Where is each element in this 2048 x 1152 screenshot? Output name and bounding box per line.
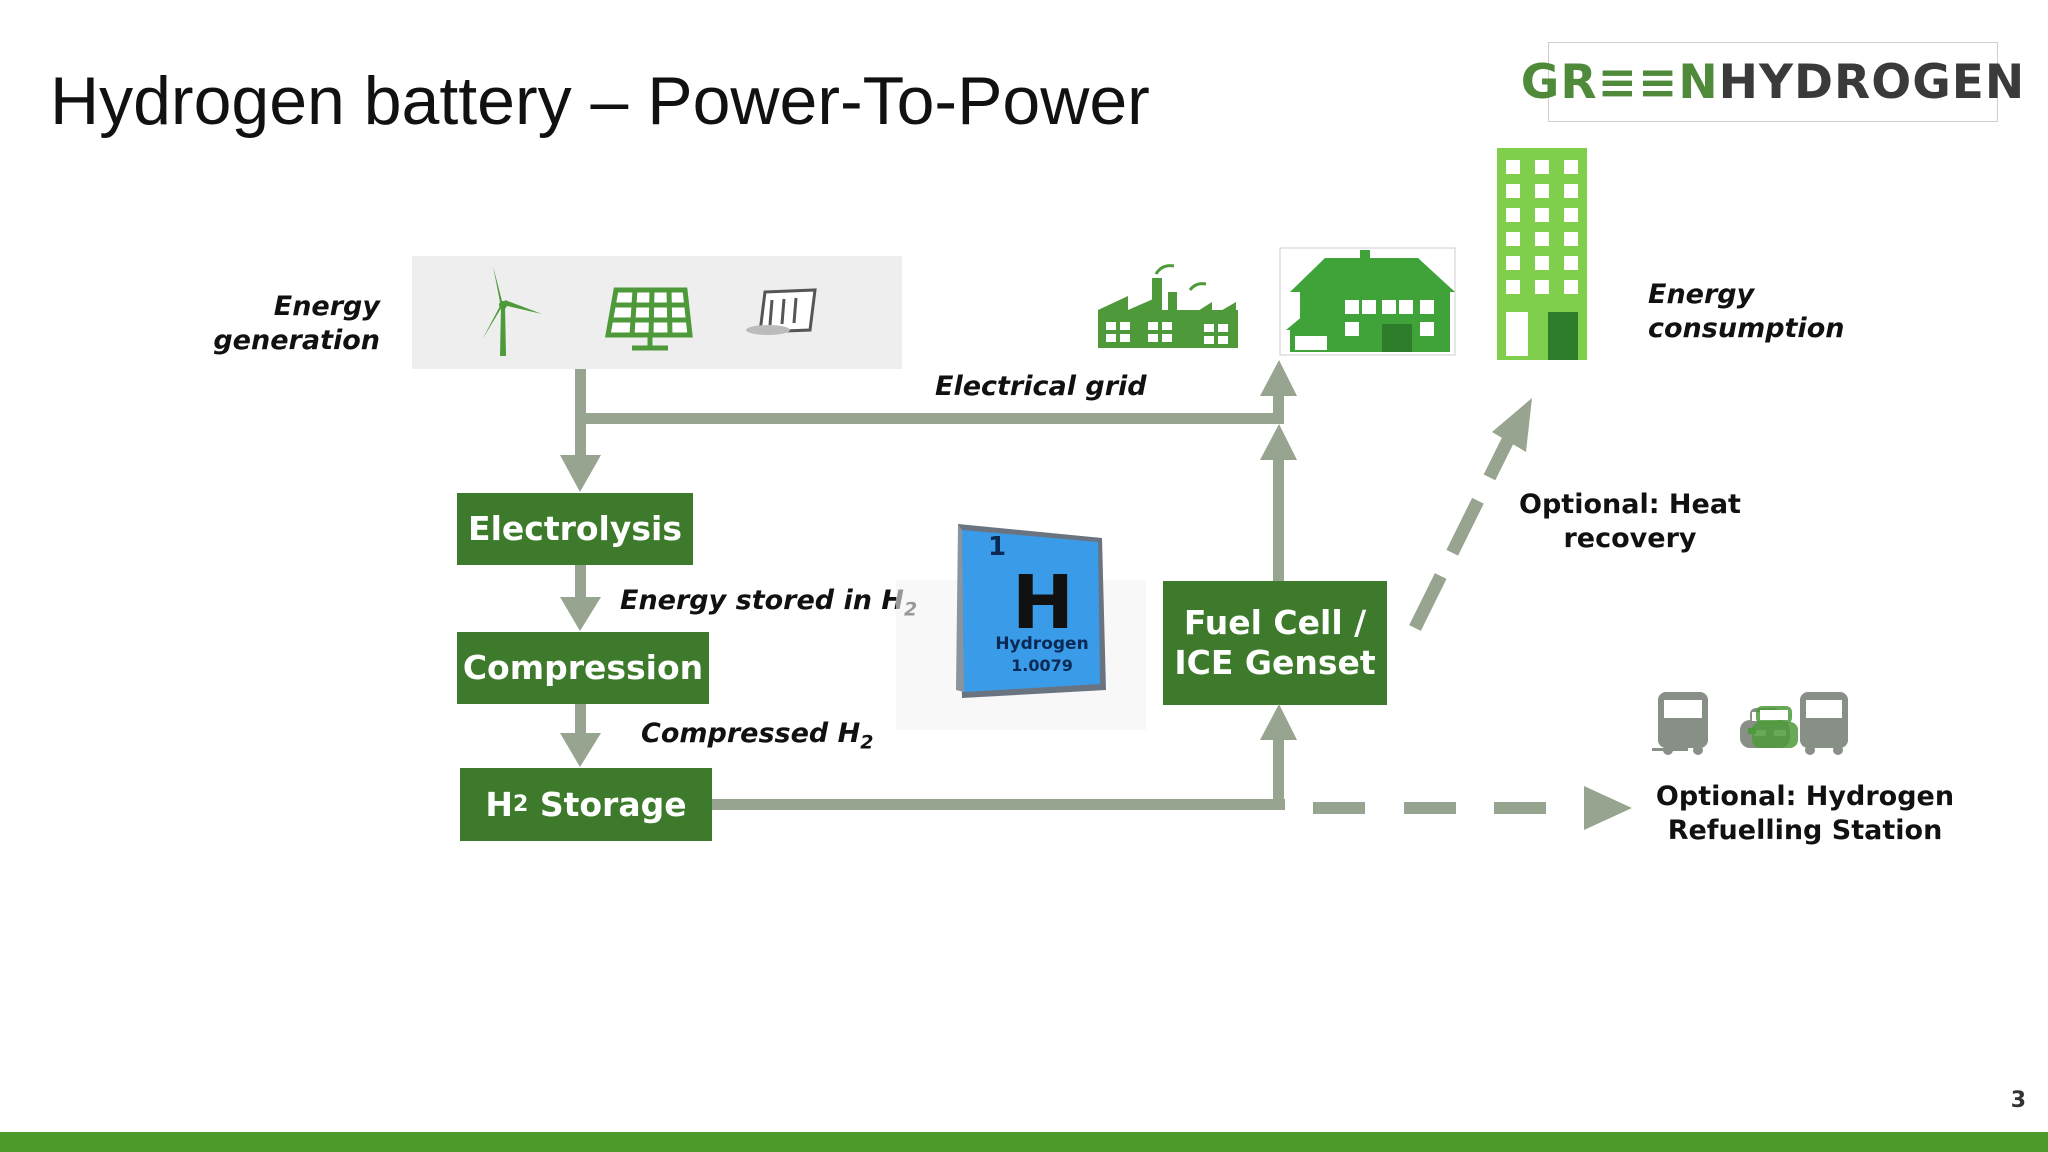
arrow-head-compression bbox=[560, 597, 601, 631]
connector-storage-right bbox=[712, 799, 1285, 810]
element-symbol: H bbox=[1012, 560, 1074, 646]
arrow-head-fuelcell-up bbox=[1260, 424, 1297, 460]
storage-h: H bbox=[485, 784, 514, 824]
connector-fuelcell-up bbox=[1273, 458, 1284, 581]
dash-refuel-2 bbox=[1404, 802, 1456, 814]
arrow-head-heat-recovery bbox=[1492, 398, 1532, 452]
storage-subscript: 2 bbox=[513, 791, 529, 817]
optional-refuel-label: Optional: Hydrogen Refuelling Station bbox=[1655, 780, 1955, 848]
electrolysis-box: Electrolysis bbox=[457, 493, 693, 565]
energy-consumption-line1: Energy bbox=[1648, 279, 1755, 310]
energy-stored-text: Energy stored in H bbox=[620, 585, 904, 616]
energy-generation-line2: generation bbox=[213, 325, 380, 356]
connector-storage-up bbox=[1273, 738, 1284, 810]
page-number: 3 bbox=[2010, 1088, 2026, 1113]
energy-generation-line1: Energy bbox=[273, 291, 380, 322]
house-icon bbox=[1279, 247, 1456, 356]
element-number: 1 bbox=[988, 532, 1007, 562]
energy-consumption-label: Energy consumption bbox=[1648, 278, 1844, 346]
arrow-head-storage bbox=[560, 733, 601, 767]
connector-compression-storage bbox=[575, 704, 586, 736]
logo-part-green: GR≡≡N bbox=[1520, 54, 1719, 110]
fuel-cell-line2: ICE Genset bbox=[1174, 643, 1376, 682]
compressed-h2-label: Compressed H2 bbox=[641, 717, 873, 759]
optional-refuel-line1: Optional: Hydrogen bbox=[1655, 781, 1955, 812]
energy-consumption-line2: consumption bbox=[1648, 313, 1845, 344]
dash-refuel-1 bbox=[1313, 802, 1365, 814]
arrow-head-grid-consumption bbox=[1260, 360, 1297, 396]
arrow-head-fuelcell-in bbox=[1260, 704, 1297, 740]
optional-heat-line2: recovery bbox=[1563, 523, 1697, 554]
office-building-icon bbox=[1497, 148, 1587, 360]
energy-stored-label: Energy stored in H2 bbox=[620, 584, 917, 626]
compressed-subscript: 2 bbox=[860, 731, 874, 754]
energy-generation-label: Energy generation bbox=[213, 290, 380, 358]
optional-heat-line1: Optional: Heat bbox=[1519, 489, 1741, 520]
compression-box: Compression bbox=[457, 632, 709, 704]
vehicles-icon bbox=[1652, 692, 1848, 755]
connector-electrical-grid bbox=[586, 413, 1283, 424]
connector-grid-up bbox=[1273, 394, 1284, 424]
hydrogen-element-tile bbox=[896, 524, 1146, 730]
arrow-head-electrolysis bbox=[560, 455, 601, 492]
building-windows bbox=[1506, 160, 1578, 356]
electrical-grid-label: Electrical grid bbox=[935, 371, 1147, 402]
footer-bar bbox=[0, 1132, 2048, 1152]
solar-panel-icon bbox=[605, 287, 693, 351]
logo-part-hydrogen: HYDROGEN bbox=[1718, 54, 2026, 110]
dashed-heat-line bbox=[1409, 437, 1514, 631]
storage-text: Storage bbox=[528, 784, 687, 824]
connector-electrolysis-compression bbox=[575, 565, 586, 599]
connector-gen-to-electrolysis bbox=[575, 369, 586, 457]
slide-title: Hydrogen battery – Power-To-Power bbox=[50, 63, 1150, 139]
arrow-head-refuel bbox=[1584, 786, 1632, 830]
fuel-cell-line1: Fuel Cell / bbox=[1183, 603, 1367, 642]
wind-turbine-icon bbox=[482, 266, 542, 356]
compressed-text: Compressed H bbox=[641, 718, 861, 749]
optional-refuel-line2: Refuelling Station bbox=[1667, 815, 1943, 846]
flow-connectors bbox=[560, 360, 1632, 830]
heat-recovery-connector bbox=[1409, 437, 1514, 631]
element-mass: 1.0079 bbox=[1011, 656, 1073, 675]
fuel-cell-box: Fuel Cell / ICE Genset bbox=[1163, 581, 1387, 705]
dash-refuel-3 bbox=[1494, 802, 1546, 814]
optional-heat-label: Optional: Heat recovery bbox=[1500, 488, 1760, 556]
factory-icon bbox=[1098, 264, 1238, 348]
element-name: Hydrogen bbox=[995, 634, 1089, 654]
hydro-dam-icon bbox=[746, 288, 817, 335]
